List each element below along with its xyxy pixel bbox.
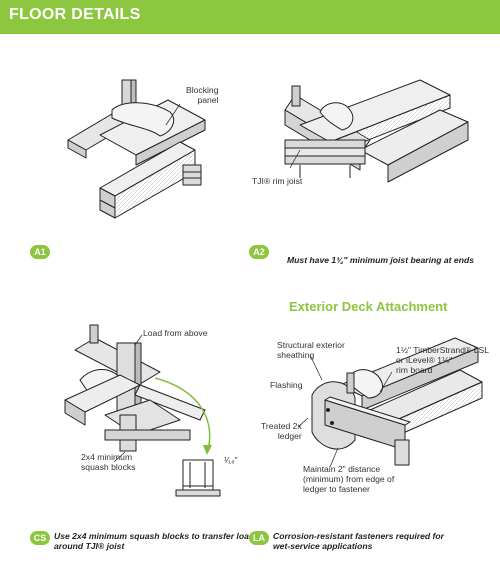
cs-squash-label: 2x4 minimum squash blocks xyxy=(81,452,136,472)
la-flashing-label: Flashing xyxy=(270,380,303,390)
la-caption: Corrosion-resistant fasteners required f… xyxy=(273,531,444,551)
page-title: FLOOR DETAILS xyxy=(9,6,141,23)
la-sheathing-label: Structural exterior sheathing xyxy=(277,340,345,360)
a1-badge: A1 xyxy=(30,245,50,259)
a1-illustration xyxy=(67,79,206,219)
la-timberstrand-label: 1½" TimberStrand® LSL or iLevel® 1⅛" rim… xyxy=(396,345,489,375)
la-badge: LA xyxy=(249,531,269,545)
la-distance-label: Maintain 2" distance (minimum) from edge… xyxy=(303,464,395,494)
a2-rim-joist-label: TJI® rim joist xyxy=(252,176,303,186)
la-illustration xyxy=(311,337,483,466)
cs-gap-label: ¹⁄₁₆" xyxy=(224,455,238,465)
cs-caption: Use 2x4 minimum squash blocks to transfe… xyxy=(54,531,255,551)
cs-load-label: Load from above xyxy=(143,328,208,338)
page-header: FLOOR DETAILS xyxy=(0,0,500,34)
a1-blocking-panel-label: Blocking panel xyxy=(186,85,219,105)
cs-badge: CS xyxy=(30,531,50,545)
section-title: Exterior Deck Attachment xyxy=(289,299,448,314)
a2-badge: A2 xyxy=(249,245,269,259)
a2-caption: Must have 1¾" minimum joist bearing at e… xyxy=(287,255,474,265)
la-ledger-label: Treated 2x ledger xyxy=(261,421,302,441)
a2-illustration xyxy=(284,79,469,183)
cs-illustration xyxy=(64,324,221,497)
